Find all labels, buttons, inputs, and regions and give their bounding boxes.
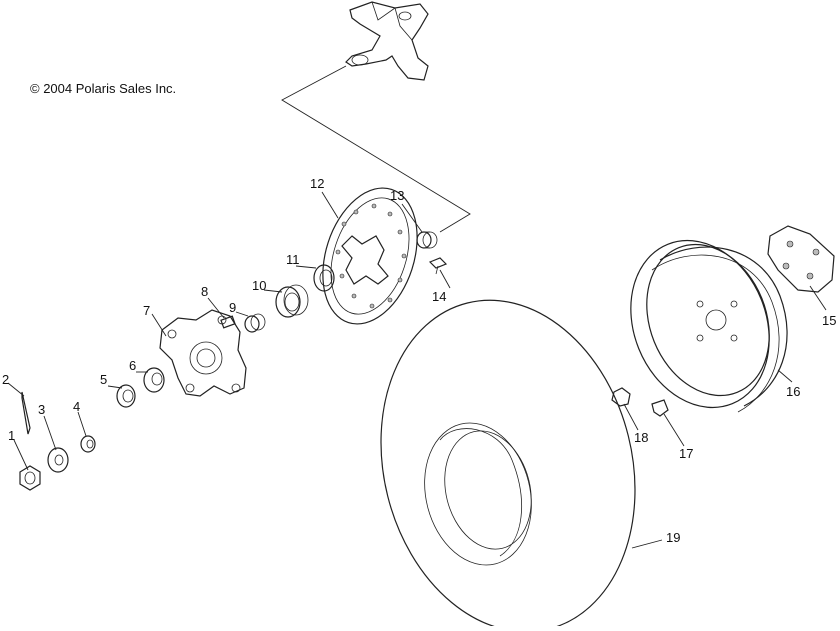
callout-18: 18 (634, 430, 648, 445)
cotter-pin (21, 391, 31, 435)
callout-17: 17 (679, 446, 693, 461)
bearing-inner (143, 367, 165, 393)
spacer (244, 313, 266, 333)
copyright-text: © 2004 Polaris Sales Inc. (30, 81, 176, 96)
callout-9: 9 (229, 300, 236, 315)
assembly-guide-line (281, 65, 471, 233)
castle-nut (19, 465, 41, 491)
inner-seal (116, 384, 136, 408)
wheel-stud (220, 315, 236, 329)
leader-lines (7, 191, 827, 549)
callout-7: 7 (143, 303, 150, 318)
callout-12: 12 (310, 176, 324, 191)
valve-stem (651, 399, 669, 417)
callout-15: 15 (822, 313, 836, 328)
hub-cap-plate (767, 225, 835, 293)
wheel-rim (630, 239, 788, 413)
bushing (416, 231, 438, 249)
wheel-hub (159, 309, 247, 397)
callout-13: 13 (390, 188, 404, 203)
callout-8: 8 (201, 284, 208, 299)
callout-6: 6 (129, 358, 136, 373)
bearing-outer (275, 284, 309, 318)
callout-16: 16 (786, 384, 800, 399)
washer (47, 447, 69, 473)
seal (313, 264, 335, 292)
callout-5: 5 (100, 372, 107, 387)
small-spacer (80, 435, 96, 453)
callout-19: 19 (666, 530, 680, 545)
disc-bolt (428, 257, 448, 275)
callout-3: 3 (38, 402, 45, 417)
tire (380, 299, 636, 631)
callout-14: 14 (432, 289, 446, 304)
brake-disc (322, 187, 418, 325)
spindle-knuckle (345, 1, 429, 81)
callout-4: 4 (73, 399, 80, 414)
lug-nut (611, 387, 631, 407)
callout-labels: 1 2 3 4 5 6 7 8 9 10 11 12 13 14 15 16 1… (2, 176, 836, 545)
callout-1: 1 (8, 428, 15, 443)
callout-2: 2 (2, 372, 9, 387)
callout-11: 11 (286, 252, 300, 267)
callout-10: 10 (252, 278, 266, 293)
